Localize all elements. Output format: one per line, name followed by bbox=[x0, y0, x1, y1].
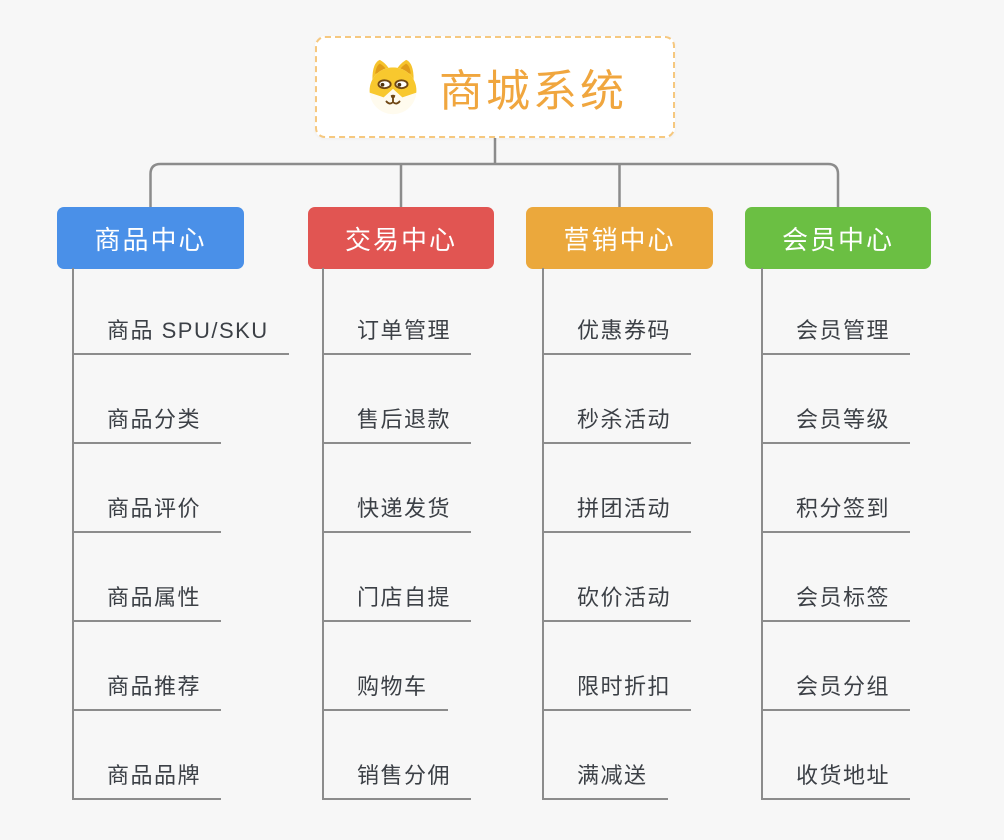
tree-item: 商品评价 bbox=[74, 444, 289, 533]
item-label[interactable]: 商品属性 bbox=[74, 580, 222, 622]
branch-box-member-center[interactable]: 会员中心 bbox=[745, 207, 931, 269]
item-label[interactable]: 商品分类 bbox=[74, 402, 222, 444]
tree-item: 销售分佣 bbox=[324, 711, 472, 800]
tree-item: 限时折扣 bbox=[544, 622, 692, 711]
item-label[interactable]: 快递发货 bbox=[324, 491, 472, 533]
item-label[interactable]: 秒杀活动 bbox=[544, 402, 692, 444]
tree-item: 购物车 bbox=[324, 622, 471, 711]
tree-item: 拼团活动 bbox=[544, 444, 692, 533]
root-title: 商城系统 bbox=[439, 67, 627, 116]
tree-item: 会员管理 bbox=[763, 268, 911, 355]
tree-item: 砍价活动 bbox=[544, 533, 692, 622]
tree-item: 售后退款 bbox=[324, 355, 472, 444]
tree-item: 订单管理 bbox=[324, 268, 472, 355]
item-label[interactable]: 售后退款 bbox=[324, 402, 472, 444]
item-label[interactable]: 会员等级 bbox=[763, 402, 911, 444]
branch-items-product-center: 商品 SPU/SKU 商品分类 商品评价 商品属性 商品推荐 商品品牌 bbox=[72, 268, 289, 800]
tree-item: 商品 SPU/SKU bbox=[74, 268, 289, 355]
tree-item: 会员等级 bbox=[763, 355, 911, 444]
tree-item: 收货地址 bbox=[763, 711, 911, 800]
tree-item: 优惠券码 bbox=[544, 268, 692, 355]
branch-box-marketing-center[interactable]: 营销中心 bbox=[526, 207, 713, 269]
item-label[interactable]: 砍价活动 bbox=[544, 580, 692, 622]
dog-face-icon bbox=[369, 59, 417, 115]
item-label[interactable]: 会员管理 bbox=[763, 313, 911, 355]
trunk-line bbox=[149, 162, 840, 208]
item-label[interactable]: 积分签到 bbox=[763, 491, 911, 533]
tree-item: 秒杀活动 bbox=[544, 355, 692, 444]
root-node[interactable]: 商城系统 bbox=[315, 36, 675, 138]
tree-item: 商品分类 bbox=[74, 355, 289, 444]
branch-items-trade-center: 订单管理 售后退款 快递发货 门店自提 购物车 销售分佣 bbox=[322, 268, 472, 800]
item-label[interactable]: 会员标签 bbox=[763, 580, 911, 622]
tree-item: 商品品牌 bbox=[74, 711, 289, 800]
tree-item: 快递发货 bbox=[324, 444, 472, 533]
item-label[interactable]: 会员分组 bbox=[763, 669, 911, 711]
item-label[interactable]: 购物车 bbox=[324, 669, 448, 711]
tree-item: 商品属性 bbox=[74, 533, 289, 622]
item-label[interactable]: 商品评价 bbox=[74, 491, 222, 533]
item-label[interactable]: 销售分佣 bbox=[324, 758, 472, 800]
item-label[interactable]: 订单管理 bbox=[324, 313, 472, 355]
item-label[interactable]: 满减送 bbox=[544, 758, 668, 800]
item-label[interactable]: 拼团活动 bbox=[544, 491, 692, 533]
branch-box-trade-center[interactable]: 交易中心 bbox=[308, 207, 494, 269]
item-label[interactable]: 商品 SPU/SKU bbox=[74, 313, 289, 355]
branch-box-product-center[interactable]: 商品中心 bbox=[57, 207, 244, 269]
item-label[interactable]: 收货地址 bbox=[763, 758, 911, 800]
branch-items-member-center: 会员管理 会员等级 积分签到 会员标签 会员分组 收货地址 bbox=[761, 268, 911, 800]
tree-item: 会员分组 bbox=[763, 622, 911, 711]
tree-item: 积分签到 bbox=[763, 444, 911, 533]
tree-item: 满减送 bbox=[544, 711, 691, 800]
item-label[interactable]: 门店自提 bbox=[324, 580, 472, 622]
item-label[interactable]: 商品品牌 bbox=[74, 758, 222, 800]
tree-item: 门店自提 bbox=[324, 533, 472, 622]
tree-item: 商品推荐 bbox=[74, 622, 289, 711]
item-label[interactable]: 限时折扣 bbox=[544, 669, 692, 711]
tree-item: 会员标签 bbox=[763, 533, 911, 622]
item-label[interactable]: 商品推荐 bbox=[74, 669, 222, 711]
branch-items-marketing-center: 优惠券码 秒杀活动 拼团活动 砍价活动 限时折扣 满减送 bbox=[542, 268, 692, 800]
item-label[interactable]: 优惠券码 bbox=[544, 313, 692, 355]
